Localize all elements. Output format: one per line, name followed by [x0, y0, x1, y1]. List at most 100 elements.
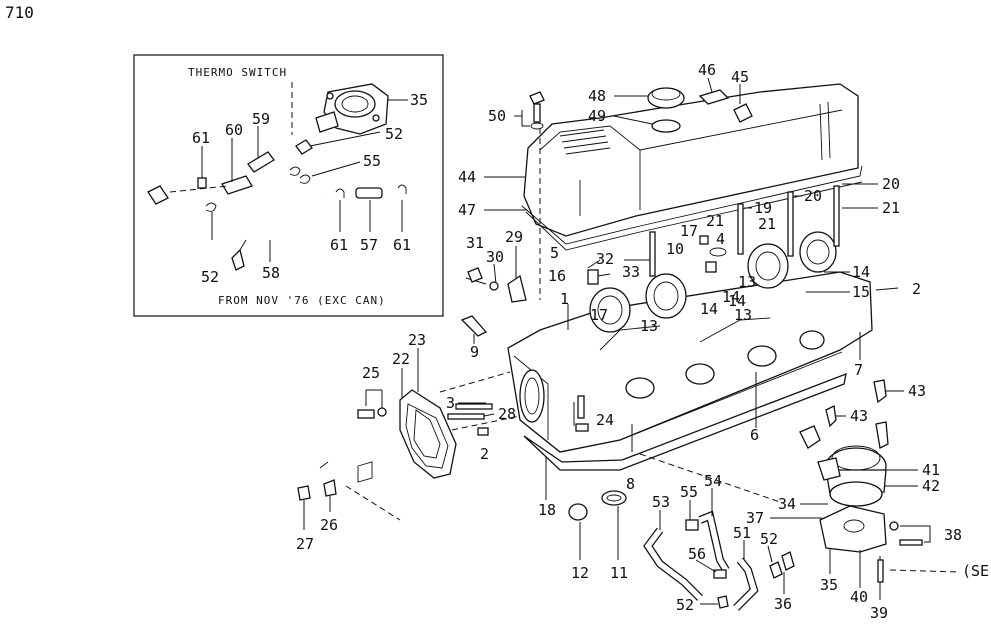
- inset-caption-top: THERMO SWITCH: [188, 66, 287, 79]
- callout-15: 15: [852, 283, 870, 301]
- callout-8: 8: [626, 475, 635, 493]
- callout-41: 41: [922, 461, 940, 479]
- callout-51: 51: [733, 524, 751, 542]
- callout-44: 44: [458, 168, 476, 186]
- callout-21b: 21: [758, 215, 776, 233]
- callout-26: 26: [320, 516, 338, 534]
- callout-inset-52b: 52: [201, 268, 219, 286]
- callout-48: 48: [588, 87, 606, 105]
- callout-inset-59: 59: [252, 110, 270, 128]
- hose-59-illustration: [247, 151, 275, 173]
- callout-9: 9: [470, 343, 479, 361]
- lower-hoses-illustration: [568, 490, 795, 611]
- callout-inset-57: 57: [360, 236, 378, 254]
- callout-2a: 2: [912, 280, 921, 298]
- callout-47: 47: [458, 201, 476, 219]
- callout-36: 36: [774, 595, 792, 613]
- thermostat-housing-illustration: [315, 83, 389, 135]
- callout-14c: 14: [700, 300, 718, 318]
- callout-20a: 20: [882, 175, 900, 193]
- callout-45: 45: [731, 68, 749, 86]
- head-bolts-illustration: [587, 185, 840, 285]
- callout-inset-61b: 61: [330, 236, 348, 254]
- callout-17b: 17: [590, 306, 608, 324]
- clamp-61-illustration: [197, 177, 207, 189]
- inset-frame: [133, 54, 444, 317]
- loose-parts-illustration: [297, 461, 401, 521]
- callout-inset-52a: 52: [385, 125, 403, 143]
- bolts-38-illustration: [889, 521, 923, 546]
- callout-inset-61c: 61: [393, 236, 411, 254]
- callout-13b: 13: [734, 306, 752, 324]
- callout-7: 7: [854, 361, 863, 379]
- callout-29: 29: [505, 228, 523, 246]
- head-port-illustration: [519, 369, 545, 423]
- bolts-25-illustration: [357, 407, 387, 419]
- callout-32: 32: [596, 250, 614, 268]
- callout-55b: 55: [680, 483, 698, 501]
- callout-4: 4: [716, 230, 725, 248]
- callout-35b: 35: [820, 576, 838, 594]
- callout-52d: 52: [676, 596, 694, 614]
- callout-23: 23: [408, 331, 426, 349]
- small-fittings-illustration: [460, 267, 527, 337]
- callout-30: 30: [486, 248, 504, 266]
- callout-50: 50: [488, 107, 506, 125]
- continuation-note: (SE: [962, 562, 989, 580]
- callout-inset-61a: 61: [192, 129, 210, 147]
- callout-25: 25: [362, 364, 380, 382]
- callout-20b: 20: [804, 187, 822, 205]
- callout-37: 37: [746, 509, 764, 527]
- callout-6: 6: [750, 426, 759, 444]
- callout-10: 10: [666, 240, 684, 258]
- callout-14b: 14: [722, 288, 740, 306]
- callout-43b: 43: [850, 407, 868, 425]
- head-gasket-illustration: [523, 372, 847, 471]
- callout-21a: 21: [882, 199, 900, 217]
- callout-34: 34: [778, 495, 796, 513]
- callout-42: 42: [922, 477, 940, 495]
- callout-1: 1: [560, 290, 569, 308]
- callout-3: 3: [446, 394, 455, 412]
- callout-inset-35: 35: [410, 91, 428, 109]
- clamp-61b-illustration: [335, 188, 345, 198]
- callout-49: 49: [588, 107, 606, 125]
- callout-12: 12: [571, 564, 589, 582]
- callout-28: 28: [498, 405, 516, 423]
- callout-38: 38: [944, 526, 962, 544]
- valve-cover-illustration: [521, 83, 863, 251]
- cap-gasket-illustration: [651, 119, 681, 133]
- sensors-43-illustration: [825, 379, 889, 449]
- callout-40: 40: [850, 588, 868, 606]
- callout-inset-58: 58: [262, 264, 280, 282]
- callout-22: 22: [392, 350, 410, 368]
- diagram-code: 710: [5, 3, 34, 22]
- cylinder-head-illustration: [507, 231, 873, 453]
- dowel-parts-illustration: [447, 403, 493, 436]
- callout-39: 39: [870, 604, 888, 622]
- callout-inset-55: 55: [363, 152, 381, 170]
- callout-19: 19: [754, 199, 772, 217]
- clamp-55-illustration: [289, 166, 301, 176]
- clamp-61c-illustration: [397, 184, 407, 194]
- callout-5: 5: [550, 244, 559, 262]
- callout-52c: 52: [760, 530, 778, 548]
- callout-46: 46: [698, 61, 716, 79]
- switch-fitting-illustration: [295, 131, 381, 155]
- callout-14d: 14: [728, 292, 746, 310]
- callout-33: 33: [622, 263, 640, 281]
- callout-21c: 21: [706, 212, 724, 230]
- callout-13c: 13: [640, 317, 658, 335]
- callout-18: 18: [538, 501, 556, 519]
- inset-caption-bottom: FROM NOV '76 (EXC CAN): [218, 294, 386, 307]
- callout-43a: 43: [908, 382, 926, 400]
- callout-27: 27: [296, 535, 314, 553]
- callout-31: 31: [466, 234, 484, 252]
- callout-2b: 2: [480, 445, 489, 463]
- thermo-switch-inset: THERMO SWITCH FROM NOV '76 (EXC CAN): [133, 54, 444, 317]
- callout-inset-60: 60: [225, 121, 243, 139]
- callout-17a: 17: [680, 222, 698, 240]
- callout-16: 16: [548, 267, 566, 285]
- callout-54: 54: [704, 472, 722, 490]
